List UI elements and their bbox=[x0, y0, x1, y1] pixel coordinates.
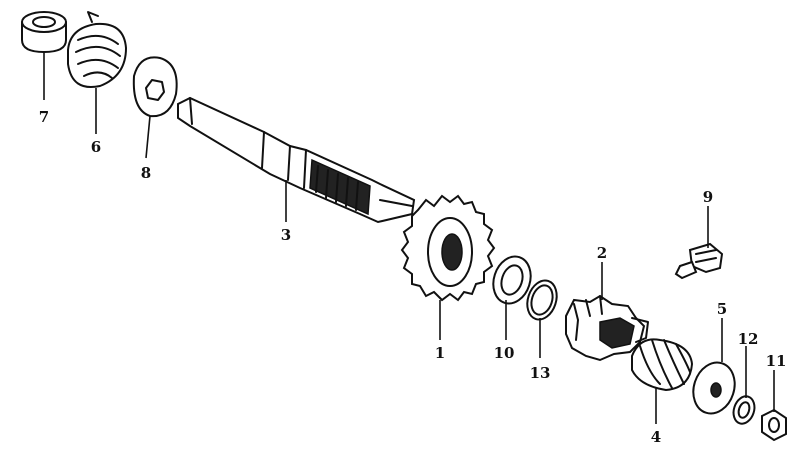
part-1-gear bbox=[400, 194, 496, 302]
callout-8: 8 bbox=[141, 164, 151, 182]
callout-4: 4 bbox=[651, 428, 661, 446]
callout-13: 13 bbox=[530, 364, 551, 382]
part-6-spring bbox=[67, 11, 127, 88]
part-3-shaft bbox=[177, 96, 416, 224]
callout-1: 1 bbox=[435, 344, 445, 362]
callout-9: 9 bbox=[703, 188, 713, 206]
callout-3: 3 bbox=[281, 226, 291, 244]
leader-lines bbox=[43, 52, 775, 424]
part-2-ratchet bbox=[565, 294, 649, 362]
callout-2: 2 bbox=[597, 244, 607, 262]
callout-12: 12 bbox=[738, 330, 759, 348]
part-4-spring bbox=[631, 338, 693, 391]
part-5-washer bbox=[692, 361, 736, 415]
part-13-circlip bbox=[526, 279, 558, 321]
callout-7: 7 bbox=[39, 108, 49, 126]
part-7-bushing bbox=[21, 11, 67, 53]
callout-11: 11 bbox=[766, 352, 787, 370]
callout-10: 10 bbox=[494, 344, 515, 362]
part-12-washer bbox=[732, 395, 756, 425]
part-8-washer bbox=[132, 56, 178, 118]
callout-5: 5 bbox=[717, 300, 727, 318]
part-11-nut bbox=[761, 408, 787, 442]
part-10-washer bbox=[492, 255, 532, 305]
callout-6: 6 bbox=[91, 138, 101, 156]
part-9-bolt bbox=[674, 242, 724, 280]
